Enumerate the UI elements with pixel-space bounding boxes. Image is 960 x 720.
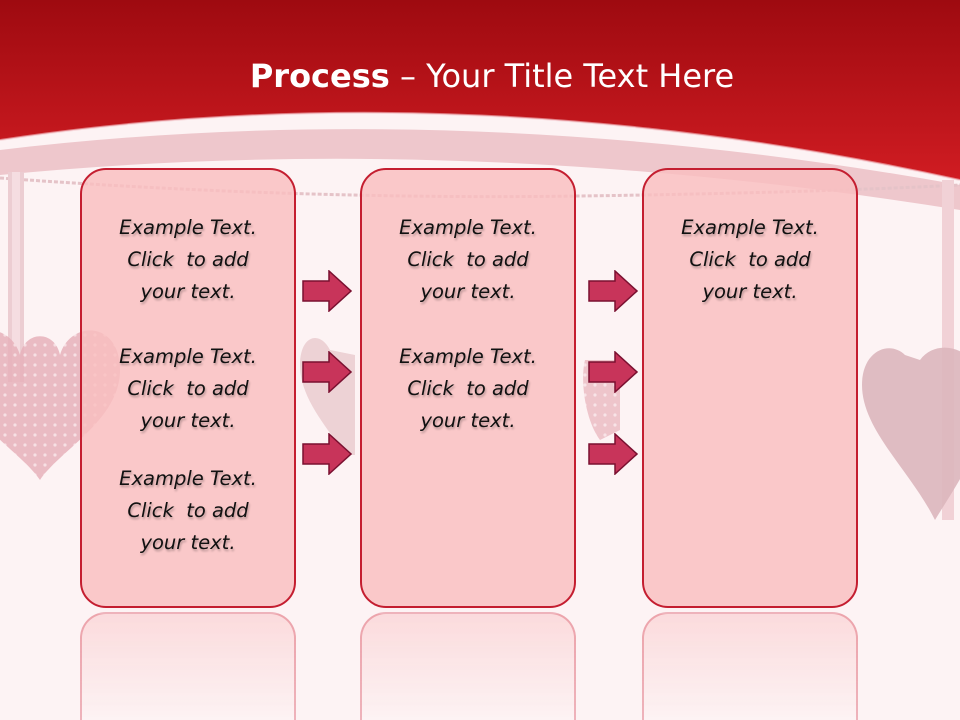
- process-box-2[interactable]: Example Text. Click to add your text. Ex…: [360, 168, 576, 608]
- slide-title[interactable]: Process – Your Title Text Here: [0, 55, 960, 97]
- text-line: Click to add: [127, 248, 249, 271]
- text-line: your text.: [702, 280, 798, 303]
- text-line: Example Text.: [399, 345, 537, 368]
- process-box-3[interactable]: Example Text. Click to add your text.: [642, 168, 858, 608]
- column-1-reflection: [80, 612, 296, 720]
- text-line: Click to add: [407, 248, 529, 271]
- text-block[interactable]: Example Text. Click to add your text.: [82, 341, 294, 437]
- text-line: your text.: [140, 531, 236, 554]
- text-line: Click to add: [689, 248, 811, 271]
- right-arrow-icon[interactable]: [302, 351, 352, 393]
- right-arrow-icon[interactable]: [588, 433, 638, 475]
- text-line: your text.: [420, 280, 516, 303]
- text-line: Click to add: [127, 499, 249, 522]
- text-block[interactable]: Example Text. Click to add your text.: [82, 212, 294, 308]
- column-2-reflection: [360, 612, 576, 720]
- right-arrow-icon[interactable]: [302, 270, 352, 312]
- text-block[interactable]: Example Text. Click to add your text.: [362, 212, 574, 308]
- text-line: your text.: [420, 409, 516, 432]
- text-line: Example Text.: [119, 467, 257, 490]
- text-line: Example Text.: [681, 216, 819, 239]
- column-3-reflection: [642, 612, 858, 720]
- text-line: your text.: [140, 409, 236, 432]
- text-line: Example Text.: [119, 345, 257, 368]
- text-line: Click to add: [127, 377, 249, 400]
- right-arrow-icon[interactable]: [302, 433, 352, 475]
- text-block[interactable]: Example Text. Click to add your text.: [362, 341, 574, 437]
- text-block[interactable]: Example Text. Click to add your text.: [82, 463, 294, 559]
- text-line: Click to add: [407, 377, 529, 400]
- process-box-1[interactable]: Example Text. Click to add your text. Ex…: [80, 168, 296, 608]
- text-line: Example Text.: [399, 216, 537, 239]
- title-rest-part: – Your Title Text Here: [389, 57, 735, 95]
- right-arrow-icon[interactable]: [588, 351, 638, 393]
- text-line: your text.: [140, 280, 236, 303]
- title-bold-part: Process: [249, 57, 390, 95]
- text-block[interactable]: Example Text. Click to add your text.: [644, 212, 856, 308]
- right-arrow-icon[interactable]: [588, 270, 638, 312]
- text-line: Example Text.: [119, 216, 257, 239]
